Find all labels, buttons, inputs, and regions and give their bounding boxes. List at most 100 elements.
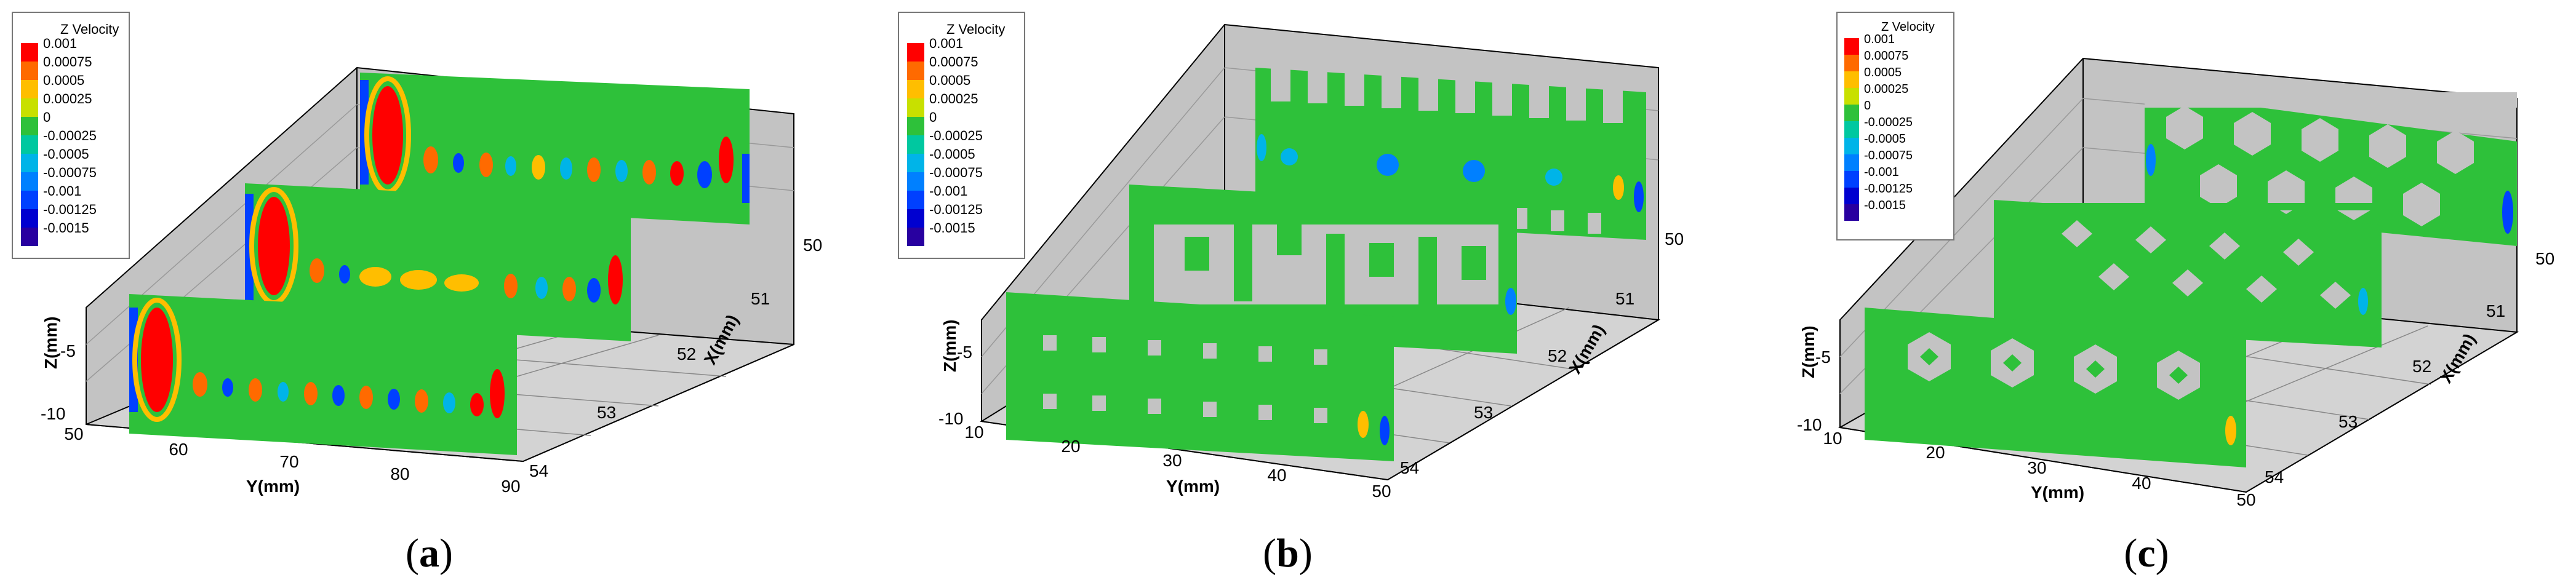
y-tick: 50	[64, 424, 83, 443]
caption-b: (b)	[1263, 531, 1313, 576]
slice-middle	[1994, 200, 2382, 348]
legend-swatch	[907, 62, 924, 80]
caption-c: (c)	[2124, 531, 2169, 576]
legend-tick-label: -0.001	[43, 183, 81, 199]
legend-swatch	[907, 172, 924, 191]
slice-middle	[245, 183, 631, 341]
y-tick: 50	[2236, 490, 2255, 509]
legend-tick-label: -0.00075	[1864, 149, 1913, 162]
z-tick: -5	[60, 341, 76, 360]
legend-swatch	[1844, 88, 1859, 105]
colorbar-legend: Z Velocity 0.0010.000750.00050.000250-0.…	[12, 12, 130, 259]
panel-b: 10 20 30 40 50 50 51 52 53 54 -5 -10 Y(m…	[858, 0, 1717, 588]
slice-back	[360, 73, 750, 224]
legend-swatch	[1844, 55, 1859, 71]
slice-front	[129, 294, 517, 455]
legend-tick-label: 0.001	[43, 36, 77, 51]
z-axis-label: Z(mm)	[41, 316, 60, 369]
x-tick: 52	[677, 344, 696, 364]
legend-labels: 0.0010.000750.00050.000250-0.00025-0.000…	[929, 36, 983, 236]
x-axis-ticks: 50 51 52 53 54	[2265, 249, 2554, 487]
legend-tick-label: 0	[43, 109, 50, 125]
legend-tick-label: -0.00125	[929, 202, 983, 217]
x-tick: 50	[2535, 249, 2554, 268]
legend-swatch	[21, 80, 38, 98]
x-axis-ticks: 50 51 52 53 54	[1400, 229, 1684, 477]
y-axis-ticks: 10 20 30 40 50	[1823, 429, 2255, 509]
z-tick: -10	[938, 409, 963, 428]
panel-b-plot: 10 20 30 40 50 50 51 52 53 54 -5 -10 Y(m…	[898, 12, 1684, 501]
legend-swatch	[907, 154, 924, 172]
legend-tick-label: 0	[929, 109, 937, 125]
legend-tick-label: -0.00075	[929, 165, 983, 180]
legend-tick-label: -0.001	[929, 183, 967, 199]
legend-swatch	[21, 209, 38, 228]
legend-tick-label: 0.00075	[43, 54, 92, 70]
z-tick: -5	[1815, 348, 1831, 367]
legend-swatch	[907, 43, 924, 62]
z-tick: -10	[41, 404, 65, 423]
legend-swatches	[21, 43, 38, 246]
legend-swatch	[21, 172, 38, 191]
z-tick: -10	[1797, 415, 1822, 434]
legend-tick-label: 0	[1864, 99, 1871, 113]
x-tick: 52	[2412, 357, 2431, 376]
z-axis-label: Z(mm)	[940, 319, 959, 372]
x-tick: 54	[529, 461, 548, 480]
legend-swatch	[1844, 71, 1859, 88]
y-tick: 60	[169, 440, 188, 459]
legend-tick-label: -0.0015	[1864, 199, 1906, 212]
legend-swatch	[907, 228, 924, 246]
colorbar-legend: Z Velocity 0.0010.000750.00050.000250-0.…	[1836, 12, 1954, 240]
legend-title: Z Velocity	[1881, 20, 1935, 34]
slice-front	[1006, 292, 1394, 461]
legend-swatch	[907, 191, 924, 209]
x-tick: 54	[2265, 467, 2284, 487]
legend-swatch	[1844, 105, 1859, 121]
legend-tick-label: 0.00025	[43, 91, 92, 106]
z-axis-label: Z(mm)	[1799, 325, 1818, 378]
legend-swatch	[1844, 171, 1859, 188]
x-tick: 50	[803, 236, 822, 255]
y-tick: 70	[279, 452, 298, 471]
panel-a: 50 60 70 80 90 50 51 52 53 54 -5 -10 Y(m…	[0, 0, 858, 588]
legend-swatch	[1844, 121, 1859, 138]
y-tick: 50	[1372, 482, 1391, 501]
x-tick: 51	[1615, 289, 1634, 308]
legend-swatch	[907, 117, 924, 135]
x-tick: 51	[751, 289, 770, 308]
x-tick: 54	[1400, 458, 1419, 477]
y-tick: 30	[1162, 451, 1182, 470]
panel-a-plot: 50 60 70 80 90 50 51 52 53 54 -5 -10 Y(m…	[12, 12, 822, 496]
slice-front	[1865, 308, 2246, 467]
legend-tick-label: -0.00025	[1864, 116, 1913, 129]
legend-swatch	[21, 154, 38, 172]
legend-swatch	[907, 209, 924, 228]
legend-swatch	[907, 98, 924, 117]
legend-tick-label: 0.00025	[929, 91, 978, 106]
x-tick: 52	[1548, 346, 1567, 365]
y-tick: 10	[964, 423, 983, 442]
y-tick: 30	[2027, 458, 2046, 477]
y-axis-ticks: 10 20 30 40 50	[964, 423, 1391, 501]
y-tick: 40	[1267, 466, 1286, 485]
panel-c: 10 20 30 40 50 50 51 52 53 54 -5 -10 Y(m…	[1717, 0, 2576, 588]
y-axis-ticks: 50 60 70 80 90	[64, 424, 520, 496]
y-axis-label: Y(mm)	[1166, 477, 1220, 496]
x-tick: 53	[2338, 412, 2358, 431]
legend-tick-label: 0.00075	[1864, 49, 1908, 63]
legend-tick-label: 0.00075	[929, 54, 978, 70]
colorbar-legend: Z Velocity 0.0010.000750.00050.000250-0.…	[898, 12, 1025, 259]
y-tick: 20	[1061, 437, 1080, 456]
legend-labels: 0.0010.000750.00050.000250-0.00025-0.000…	[1864, 33, 1913, 212]
x-tick: 53	[597, 403, 616, 422]
legend-swatch	[21, 228, 38, 246]
legend-tick-label: 0.001	[929, 36, 963, 51]
legend-swatches	[907, 43, 924, 246]
z-tick: -5	[957, 343, 972, 362]
legend-swatch	[21, 43, 38, 62]
x-axis-ticks: 50 51 52 53 54	[529, 236, 822, 480]
legend-tick-label: 0.001	[1864, 33, 1895, 46]
z-axis-ticks: -5 -10	[1797, 348, 1831, 434]
x-tick: 53	[1474, 403, 1493, 422]
